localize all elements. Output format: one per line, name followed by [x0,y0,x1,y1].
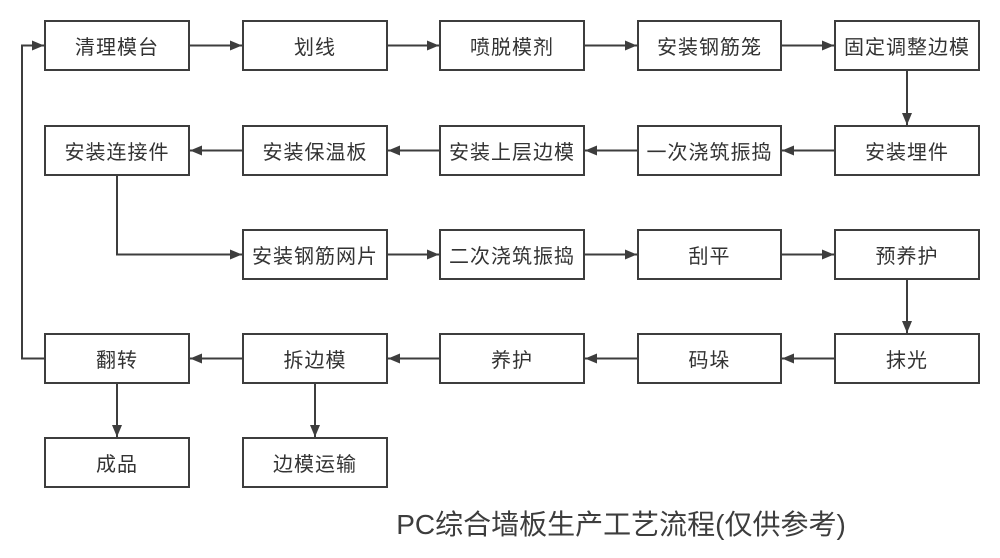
node-fix-adjust-side-mold: 固定调整边模 [834,20,980,71]
node-remove-side-mold: 拆边模 [242,333,388,384]
edge-connectors-to-mesh [116,176,242,260]
node-stacking: 码垛 [637,333,782,384]
node-marking: 划线 [242,20,388,71]
node-install-insulation-board: 安装保温板 [242,125,388,176]
node-polishing: 抹光 [834,333,980,384]
node-install-upper-side-mold: 安装上层边模 [439,125,585,176]
node-side-mold-transport: 边模运输 [242,437,388,488]
node-curing: 养护 [439,333,585,384]
node-finished-product: 成品 [44,437,190,488]
node-second-pour-vibrate: 二次浇筑振捣 [439,229,585,280]
node-pre-curing: 预养护 [834,229,980,280]
edge-flip-loop-to-clean [21,40,44,360]
node-scraping-level: 刮平 [637,229,782,280]
node-install-rebar-cage: 安装钢筋笼 [637,20,782,71]
node-flipping: 翻转 [44,333,190,384]
node-spray-release-agent: 喷脱模剂 [439,20,585,71]
node-install-connectors: 安装连接件 [44,125,190,176]
diagram-title: PC综合墙板生产工艺流程(仅供参考) [396,509,846,540]
node-install-embedded-parts: 安装埋件 [834,125,980,176]
node-install-rebar-mesh: 安装钢筋网片 [242,229,388,280]
node-first-pour-vibrate: 一次浇筑振捣 [637,125,782,176]
node-clean-mold-table: 清理模台 [44,20,190,71]
